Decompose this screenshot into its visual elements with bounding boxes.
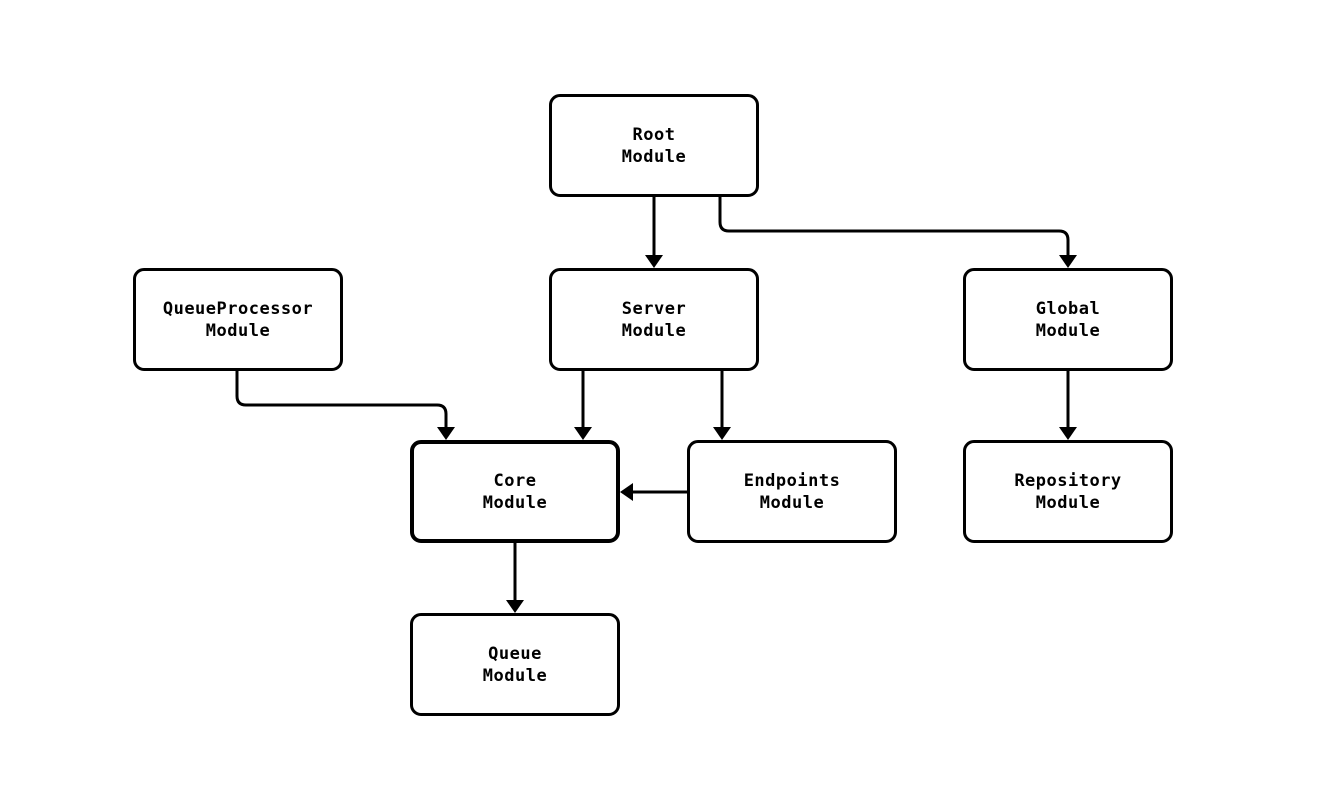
node-repository[interactable]: Repository Module xyxy=(963,440,1173,543)
arrowhead-server-to-core xyxy=(574,427,592,440)
node-queueprocessor-label-line2: Module xyxy=(205,320,271,341)
edge-root-to-global xyxy=(718,197,1070,259)
node-endpoints-label-line2: Module xyxy=(759,492,825,513)
node-core-label-line2: Module xyxy=(482,492,548,513)
arrowhead-endpoints-to-core xyxy=(620,483,633,501)
edge-queueprocessor-to-core xyxy=(235,371,448,431)
node-root-label-line2: Module xyxy=(621,146,687,167)
arrowhead-root-to-server xyxy=(645,255,663,268)
node-global-label-line2: Module xyxy=(1035,320,1101,341)
node-queue[interactable]: Queue Module xyxy=(410,613,620,716)
node-repository-label-line1: Repository xyxy=(1014,470,1122,491)
arrowhead-global-to-repository xyxy=(1059,427,1077,440)
node-queueprocessor-label-line1: QueueProcessor xyxy=(162,298,314,319)
node-server[interactable]: Server Module xyxy=(549,268,759,371)
arrowhead-queueprocessor-to-core xyxy=(437,427,455,440)
node-queue-label-line1: Queue xyxy=(488,643,542,664)
node-global[interactable]: Global Module xyxy=(963,268,1173,371)
node-global-label-line1: Global xyxy=(1035,298,1101,319)
node-core[interactable]: Core Module xyxy=(410,440,620,543)
node-endpoints-label-line1: Endpoints xyxy=(743,470,841,491)
arrowhead-core-to-queue xyxy=(506,600,524,613)
arrowhead-server-to-endpoints xyxy=(713,427,731,440)
node-queueprocessor[interactable]: QueueProcessor Module xyxy=(133,268,343,371)
node-root[interactable]: Root Module xyxy=(549,94,759,197)
arrowhead-root-to-global xyxy=(1059,255,1077,268)
node-core-label-line1: Core xyxy=(493,470,537,491)
node-repository-label-line2: Module xyxy=(1035,492,1101,513)
node-server-label-line2: Module xyxy=(621,320,687,341)
node-server-label-line1: Server xyxy=(621,298,687,319)
node-root-label-line1: Root xyxy=(632,124,676,145)
node-queue-label-line2: Module xyxy=(482,665,548,686)
node-endpoints[interactable]: Endpoints Module xyxy=(687,440,897,543)
